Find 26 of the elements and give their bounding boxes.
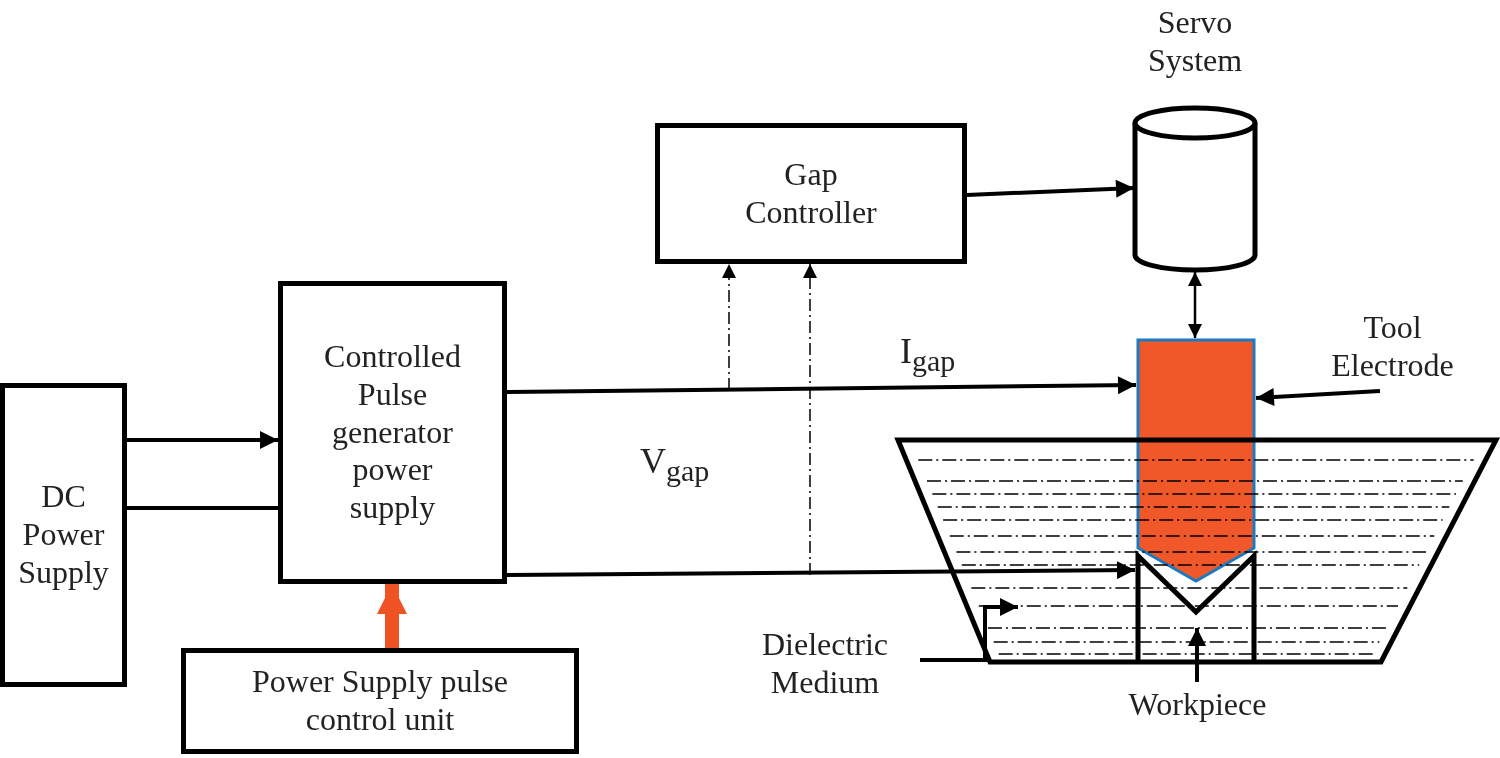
signal-label: V$_{gap}$ xyxy=(640,440,710,489)
edge-label: I$_{gap}$ xyxy=(900,330,956,379)
process-box xyxy=(278,281,507,584)
cylinder-label: Servo System xyxy=(1146,4,1244,80)
process-box xyxy=(0,383,127,687)
arrow xyxy=(1255,388,1381,406)
arrow xyxy=(127,431,278,449)
box-label: Controlled Pulse generator power supply xyxy=(323,338,462,527)
connector-line xyxy=(127,506,278,510)
callout-label: Tool Electrode xyxy=(1330,309,1455,385)
arrow xyxy=(1188,272,1202,338)
arrow xyxy=(506,376,1137,395)
process-box xyxy=(181,648,579,754)
arrow xyxy=(722,263,736,391)
block-arrow xyxy=(377,584,407,648)
arrow xyxy=(966,179,1135,198)
callout-label: Workpiece xyxy=(1128,686,1267,724)
arrow xyxy=(803,263,817,576)
process-box xyxy=(655,123,967,264)
arrow xyxy=(507,561,1135,580)
callout-label: Dielectric Medium xyxy=(760,626,890,702)
arrow xyxy=(920,598,1018,662)
arrow xyxy=(1188,628,1206,682)
box-label: Power Supply pulse control unit xyxy=(251,663,509,739)
box-label: DC Power Supply xyxy=(17,478,110,592)
box-label: Gap Controller xyxy=(744,155,878,232)
